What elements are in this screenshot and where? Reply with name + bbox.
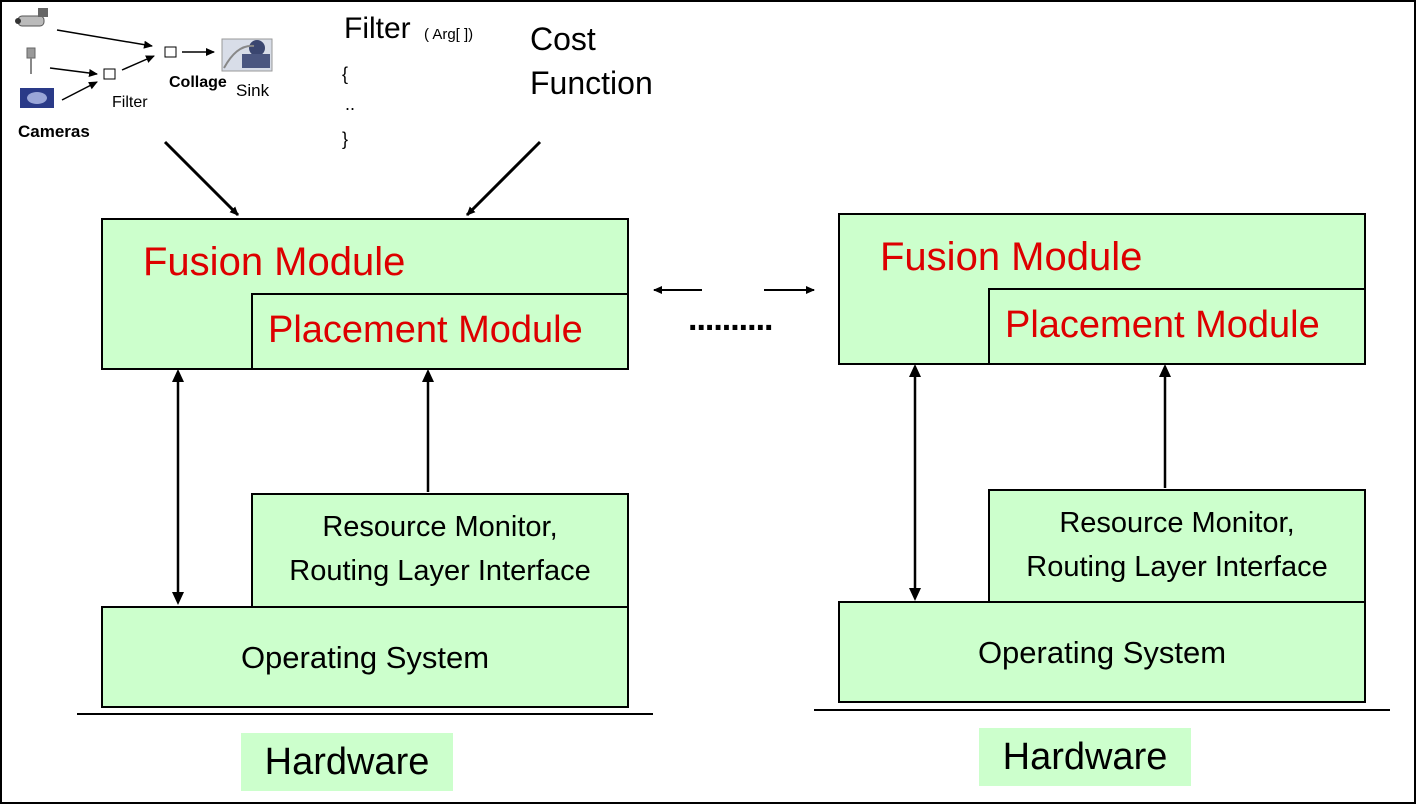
cost-label-line1: Cost bbox=[530, 21, 596, 57]
code-close-brace: } bbox=[342, 129, 349, 149]
legend-arrow-filter bbox=[121, 55, 155, 71]
camera-icon bbox=[26, 47, 36, 74]
stack1-placement-title: Placement Module bbox=[268, 309, 583, 351]
filter-function-name: Filter bbox=[344, 12, 411, 45]
camera-icon bbox=[15, 8, 48, 27]
legend-arrow-camera1 bbox=[56, 29, 153, 49]
stack2-resource-monitor: Resource Monitor, Routing Layer Interfac… bbox=[988, 489, 1366, 604]
stack2-os-label: Operating System bbox=[977, 635, 1227, 670]
filter-label: Filter bbox=[112, 94, 148, 111]
stack1-placement-module: Placement Module bbox=[251, 293, 629, 370]
legend-arrow-camera2 bbox=[49, 67, 98, 77]
stack1-resource-monitor: Resource Monitor, Routing Layer Interfac… bbox=[251, 493, 629, 608]
stack2-hardware-label: Hardware bbox=[979, 728, 1191, 786]
cost-input-arrow bbox=[465, 140, 542, 217]
stack2-placement-module: Placement Module bbox=[988, 288, 1366, 365]
filter-node bbox=[103, 68, 116, 80]
stack2-resource-line1: Resource Monitor, bbox=[1059, 507, 1295, 539]
stack1-resource-line1: Resource Monitor, bbox=[322, 511, 558, 543]
stack1-resource-line2: Routing Layer Interface bbox=[289, 555, 591, 587]
filter-function-args: ( Arg[ ]) bbox=[424, 26, 474, 43]
stack2-resource-line2: Routing Layer Interface bbox=[1026, 551, 1328, 583]
app-input-arrow bbox=[163, 140, 240, 217]
camera-icon bbox=[20, 88, 54, 108]
collage-label: Collage bbox=[169, 74, 227, 91]
legend-arrow-camera3 bbox=[61, 81, 98, 101]
sink-label: Sink bbox=[236, 81, 270, 100]
collage-node bbox=[164, 46, 177, 58]
peer-connector-dots: .......... bbox=[688, 300, 773, 338]
code-ellipsis: .. bbox=[345, 94, 356, 114]
stack1-operating-system: Operating System bbox=[101, 606, 629, 708]
code-open-brace: { bbox=[342, 64, 349, 84]
stack1-hardware-label: Hardware bbox=[241, 733, 453, 791]
cameras-label: Cameras bbox=[18, 122, 90, 141]
stack2-fusion-title: Fusion Module bbox=[880, 235, 1143, 279]
stack2-placement-title: Placement Module bbox=[1005, 304, 1320, 346]
cost-label-line2: Function bbox=[530, 65, 653, 101]
sink-image-icon bbox=[221, 38, 273, 72]
stack2-operating-system: Operating System bbox=[838, 601, 1366, 703]
stack1-os-label: Operating System bbox=[240, 640, 490, 675]
stack1-fusion-title: Fusion Module bbox=[143, 240, 406, 284]
